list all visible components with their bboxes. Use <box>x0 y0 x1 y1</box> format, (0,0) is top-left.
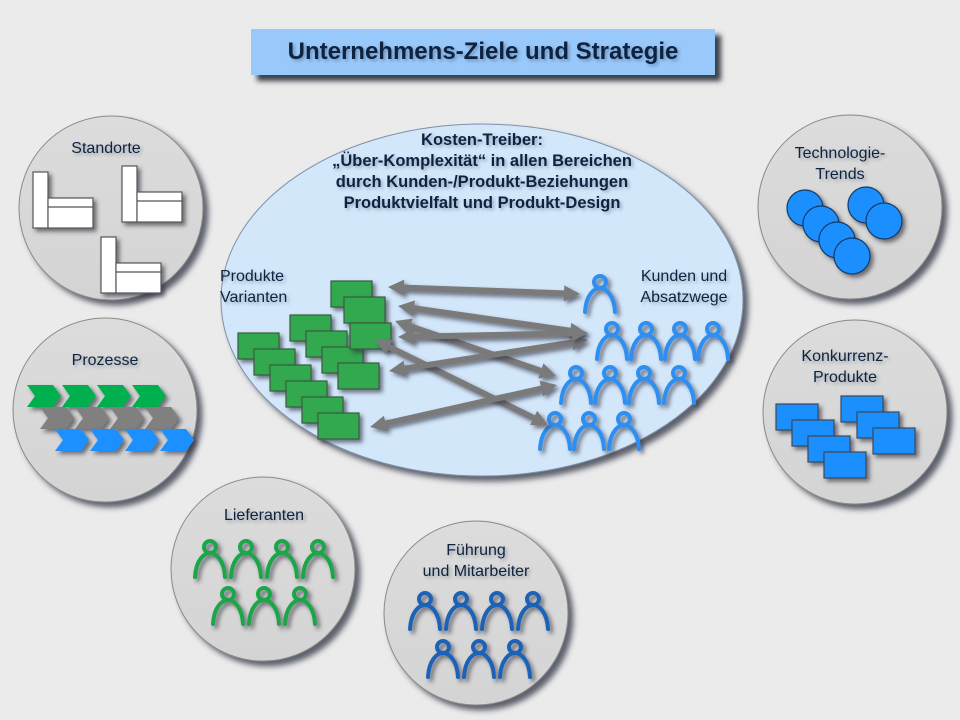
technologie-label-line: Trends <box>815 166 865 183</box>
technologie-label: Technologie- Trends <box>780 143 900 185</box>
customer-person-icon <box>559 365 593 405</box>
center-heading-line: durch Kunden-/Produkt-Beziehungen <box>335 173 629 191</box>
relationship-arrow <box>370 380 557 432</box>
page-title: Unternehmens-Ziele und Strategie <box>287 38 679 65</box>
center-heading-line: Produktvielfalt und Produkt-Design <box>343 194 621 212</box>
product-variant-icon <box>317 412 360 440</box>
building-icon <box>100 236 162 294</box>
products-label-line: Produkte <box>220 268 285 285</box>
customer-person-icon <box>572 411 606 451</box>
employee-person-icon <box>516 591 550 631</box>
center-heading: Kosten-Treiber: „Über-Komplexität“ in al… <box>282 130 682 214</box>
satellite-fuehrung <box>383 520 569 706</box>
supplier-person-icon <box>211 586 245 626</box>
competitor-product-icon <box>823 451 867 479</box>
product-variant-icon <box>237 332 280 360</box>
competitor-product-icon <box>872 427 916 455</box>
building-icon <box>32 171 94 229</box>
customer-person-icon <box>607 411 641 451</box>
relationship-arrow <box>398 325 588 345</box>
fuehrung-label: Führung und Mitarbeiter <box>406 540 546 582</box>
fuehrung-label-line: Führung <box>446 542 506 559</box>
supplier-person-icon <box>247 586 281 626</box>
process-chevron-icon <box>160 429 194 451</box>
supplier-person-icon <box>301 539 335 579</box>
prozesse-label: Prozesse <box>71 352 139 369</box>
technology-circle-icon <box>833 237 871 275</box>
satellite-prozesse <box>12 317 198 503</box>
customer-person-icon <box>595 321 629 361</box>
employee-person-icon <box>408 591 442 631</box>
lieferanten-label: Lieferanten <box>223 507 305 524</box>
employee-person-icon <box>426 639 460 679</box>
process-chevron-icon <box>27 385 61 407</box>
customers-label-line: Absatzwege <box>640 289 728 306</box>
employee-person-icon <box>498 639 532 679</box>
process-chevron-icon <box>90 429 124 451</box>
customer-person-icon <box>629 321 663 361</box>
fuehrung-label-line: und Mitarbeiter <box>422 563 530 580</box>
technologie-label-line: Technologie- <box>794 145 886 162</box>
center-heading-line: Kosten-Treiber: <box>421 131 543 149</box>
supplier-person-icon <box>283 586 317 626</box>
products-label: Produkte Varianten <box>220 266 310 308</box>
process-chevron-icon <box>110 407 144 429</box>
products-label-line: Varianten <box>220 289 288 306</box>
customer-person-icon <box>593 365 627 405</box>
process-chevron-icon <box>75 407 109 429</box>
employee-person-icon <box>480 591 514 631</box>
process-chevron-icon <box>55 429 89 451</box>
technology-circle-icon <box>865 202 903 240</box>
process-chevron-icon <box>62 385 96 407</box>
konkurrenz-label-line: Produkte <box>812 369 878 386</box>
process-chevron-icon <box>145 407 179 429</box>
standorte-label: Standorte <box>71 140 141 157</box>
employee-person-icon <box>444 591 478 631</box>
center-heading-line: „Über-Komplexität“ in allen Bereichen <box>332 152 632 170</box>
customer-person-icon <box>696 321 730 361</box>
customer-person-icon <box>662 365 696 405</box>
supplier-person-icon <box>229 539 263 579</box>
supplier-person-icon <box>265 539 299 579</box>
satellite-lieferanten <box>170 476 356 662</box>
customer-person-icon <box>583 274 617 314</box>
title-banner: Unternehmens-Ziele und Strategie <box>251 29 715 75</box>
customer-person-icon <box>538 411 572 451</box>
product-variant-icon <box>343 296 386 324</box>
relationship-arrow <box>375 339 548 426</box>
customers-label-line: Kunden und <box>640 268 728 285</box>
relationship-arrow <box>388 279 580 302</box>
process-chevron-icon <box>125 429 159 451</box>
process-chevron-icon <box>97 385 131 407</box>
konkurrenz-label-line: Konkurrenz- <box>801 348 889 365</box>
customers-label: Kunden und Absatzwege <box>628 266 740 308</box>
process-chevron-icon <box>40 407 74 429</box>
customer-person-icon <box>627 365 661 405</box>
customer-person-icon <box>663 321 697 361</box>
employee-person-icon <box>462 639 496 679</box>
konkurrenz-label: Konkurrenz- Produkte <box>785 346 905 388</box>
supplier-person-icon <box>193 539 227 579</box>
process-chevron-icon <box>132 385 166 407</box>
satellite-standorte <box>18 115 204 301</box>
building-icon <box>121 165 183 223</box>
product-variant-icon <box>337 362 380 390</box>
